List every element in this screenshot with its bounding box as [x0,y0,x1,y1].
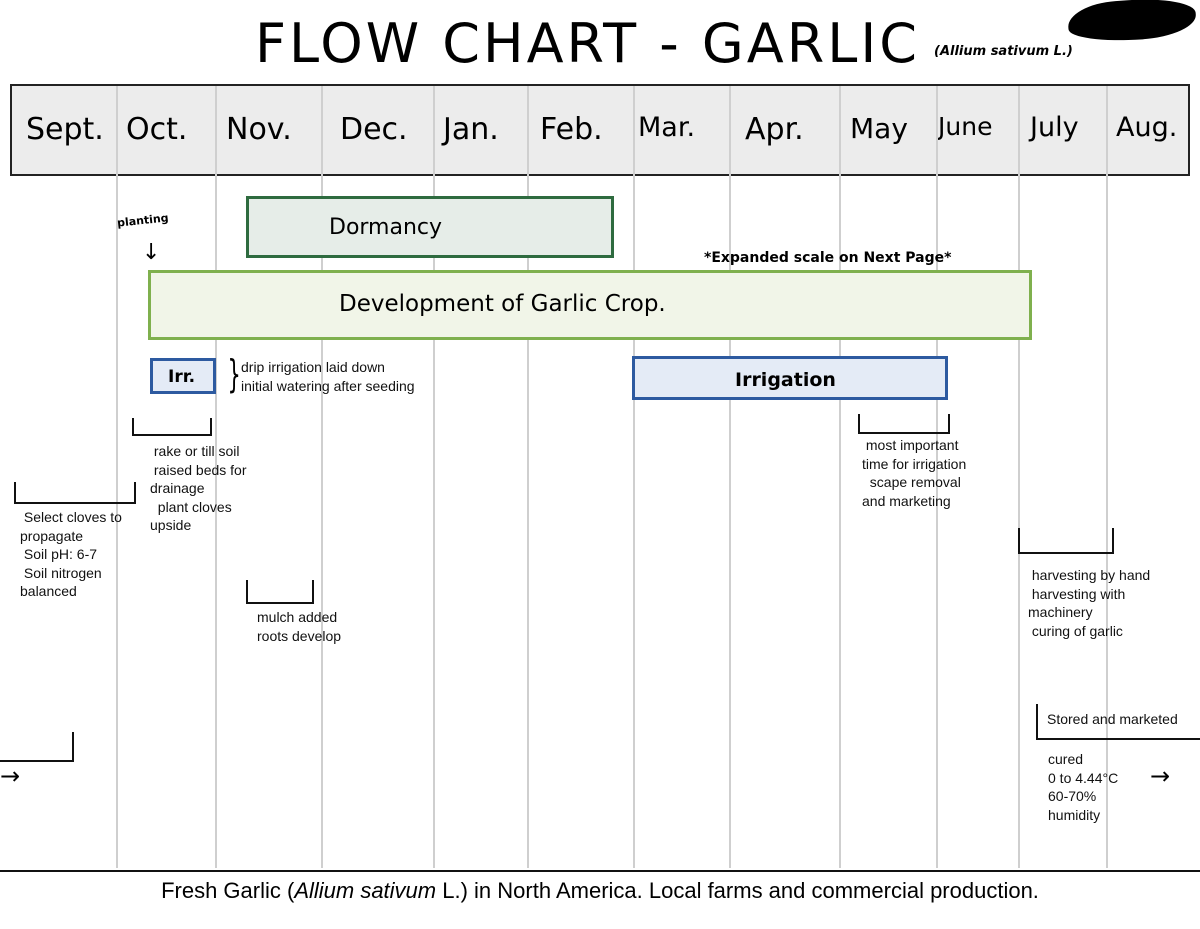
month-divider [729,86,731,868]
title-scientific-name: (Allium sativum L.) [934,44,1073,59]
irrigation-label: Irrigation [735,369,836,391]
month-divider [1018,86,1020,868]
bracket-left-edge [0,732,74,762]
month-divider [116,86,118,868]
month-label: Aug. [1116,112,1178,143]
rake-note: rake or till soil raised beds for draina… [150,443,247,533]
month-divider [527,86,529,868]
title-area: FLOW CHART - GARLIC (Allium sativum L.) [0,8,1200,78]
month-label: May [850,112,908,145]
figure-caption: Fresh Garlic (Allium sativum L.) in Nort… [0,878,1200,904]
select-note: Select cloves to propagate Soil pH: 6-7 … [20,509,122,599]
stored-note: Stored and marketed [1047,711,1178,727]
month-label: Feb. [540,112,603,147]
planting-arrow-icon: ↓ [142,240,161,265]
month-label: Nov. [226,112,292,147]
caption-after: L.) in North America. Local farms and co… [436,878,1039,903]
bottom-rule [0,870,1200,872]
month-label: Jan. [443,112,499,147]
arrow-right-icon: → [1150,762,1171,790]
bracket-rake [132,418,212,436]
month-divider [321,86,323,868]
mulch-note: mulch added roots develop [257,609,342,644]
month-label: Sept. [26,112,104,147]
bracket-important [858,414,950,434]
bracket-harvest [1018,528,1114,554]
dormancy-bar: Dormancy [246,196,614,258]
important-note: most important time for irrigation scape… [862,437,967,509]
month-label: Apr. [745,112,804,147]
dormancy-label: Dormancy [329,215,443,240]
month-label: Dec. [340,112,408,147]
bracket-mulch [246,580,314,604]
expanded-scale-note: *Expanded scale on Next Page* [704,250,952,266]
irr-note: drip irrigation laid down initial wateri… [241,359,415,394]
month-label: June [938,112,993,141]
caption-italic: Allium sativum [294,878,437,903]
month-label: Mar. [638,112,696,143]
page-title: FLOW CHART - GARLIC [255,12,920,75]
planting-label: planting [116,211,170,230]
irr-short-label: Irr. [168,367,196,387]
development-label: Development of Garlic Crop. [339,291,666,317]
month-divider [1106,86,1108,868]
arrow-left-icon: → [0,762,21,790]
month-divider [633,86,635,868]
month-divider [433,86,435,868]
month-divider [215,86,217,868]
cured-note: cured 0 to 4.44°C 60-70% humidity [1048,751,1119,823]
bracket-stored [1036,704,1200,740]
development-bar: Development of Garlic Crop. [148,270,1032,340]
harvest-note: harvesting by hand harvesting with machi… [1028,567,1151,639]
month-label: Oct. [126,112,188,147]
month-header [10,84,1190,176]
brace-icon: } [227,352,241,396]
irr-short-bar: Irr. [150,358,216,394]
bracket-select [14,482,136,504]
month-label: July [1030,112,1079,143]
caption-before: Fresh Garlic ( [161,878,295,903]
irrigation-bar: Irrigation [632,356,948,400]
month-divider [936,86,938,868]
month-divider [839,86,841,868]
